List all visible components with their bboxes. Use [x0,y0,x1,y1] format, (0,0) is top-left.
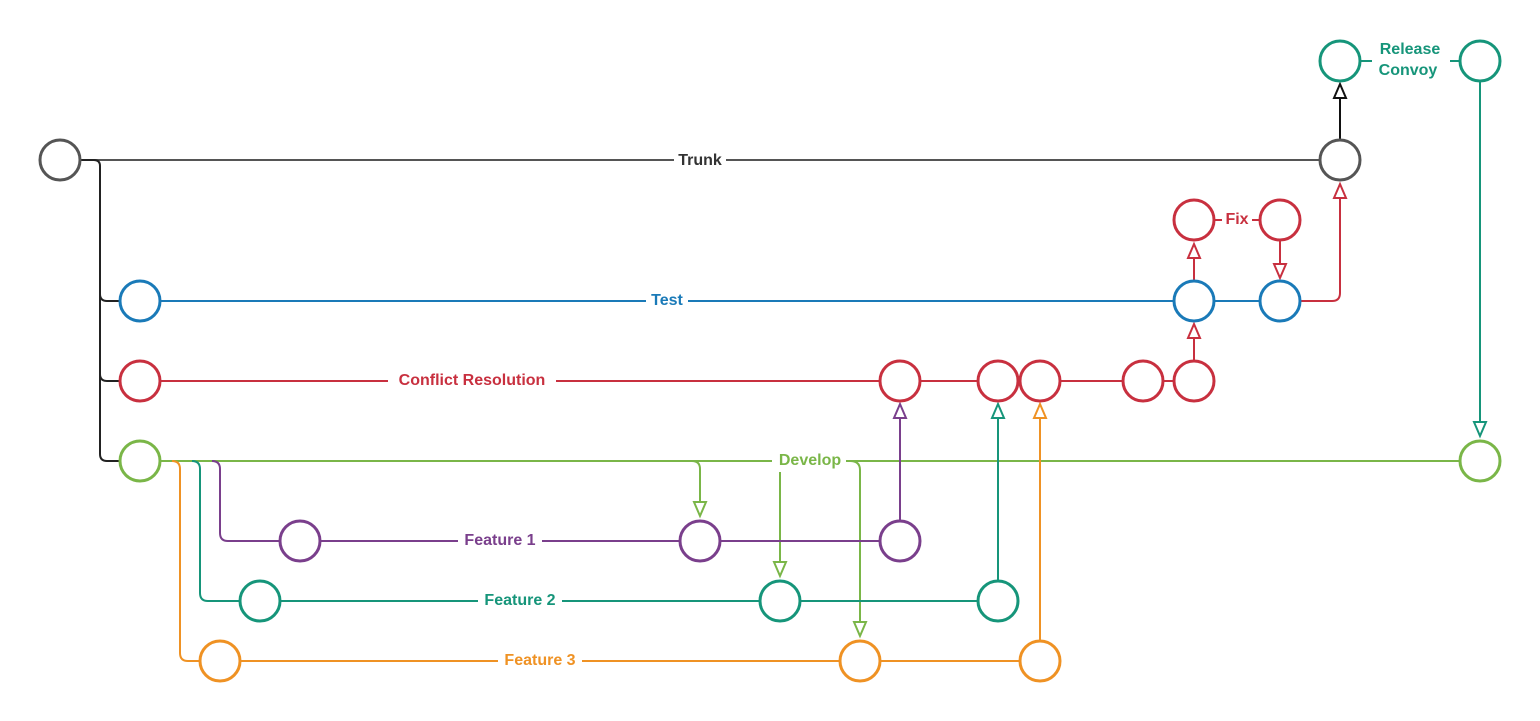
feature1-branch-connector [211,460,280,542]
feature3-merge-head [1032,401,1048,419]
develop-to-feature2-head [772,561,788,579]
feature2-merge-head [990,401,1006,419]
feature3-branch-connector [171,460,200,662]
conflict-start-node [118,359,162,403]
conflict-node-2 [878,359,922,403]
develop-to-feature3-arrow [849,460,861,626]
feature2-node-2 [758,579,802,623]
fix-node-2 [1258,198,1302,242]
test-node-3 [1258,279,1302,323]
fix-label: Fix [1225,211,1248,228]
trunk-to-conflict-connector [99,373,120,382]
release-node-1 [1318,39,1362,83]
trunk-end-node [1318,138,1362,182]
trunk-to-test-connector [99,293,120,302]
release-node-2 [1458,39,1502,83]
feature2-branch-connector [191,460,240,602]
feature2-node-3 [976,579,1020,623]
release-to-develop-head [1472,421,1488,439]
trunk-label: Trunk [678,152,722,169]
feature3-label: Feature 3 [504,652,575,669]
test-node-2 [1172,279,1216,323]
feature3-node-2 [838,639,882,683]
trunk-start-node [38,138,82,182]
develop-to-feature3-head [852,621,868,639]
feature1-node-2 [678,519,722,563]
trunk-to-release-head [1332,81,1348,99]
conflict-node-3 [976,359,1020,403]
test-to-trunk-arrow [1300,194,1341,302]
test-start-node [118,279,162,323]
test-to-trunk-head [1332,181,1348,199]
labels: Trunk Test Conflict Resolution Develop F… [388,38,1450,671]
test-to-fix-head [1186,241,1202,259]
fix-node-1 [1172,198,1216,242]
edges [80,60,1488,662]
feature3-node-3 [1018,639,1062,683]
feature3-node-1 [198,639,242,683]
conflict-node-6 [1172,359,1216,403]
fix-to-test-head [1272,263,1288,281]
develop-label: Develop [779,452,841,469]
feature1-node-1 [278,519,322,563]
develop-start-node [118,439,162,483]
feature1-merge-head [892,401,908,419]
feature1-label: Feature 1 [464,532,535,549]
test-label: Test [651,292,683,309]
develop-end-node [1458,439,1502,483]
conflict-node-5 [1121,359,1165,403]
develop-to-feature1-arrow [691,460,701,508]
release-label-line2: Convoy [1379,62,1438,79]
feature2-label: Feature 2 [484,592,555,609]
develop-to-feature1-head [692,501,708,519]
feature2-node-1 [238,579,282,623]
conflict-resolution-label: Conflict Resolution [399,372,546,389]
conflict-to-test-head [1186,321,1202,339]
feature1-node-3 [878,519,922,563]
conflict-node-4 [1018,359,1062,403]
release-label-line1: Release [1380,41,1441,58]
trunk-branch-connector [80,159,120,462]
nodes [38,39,1502,683]
